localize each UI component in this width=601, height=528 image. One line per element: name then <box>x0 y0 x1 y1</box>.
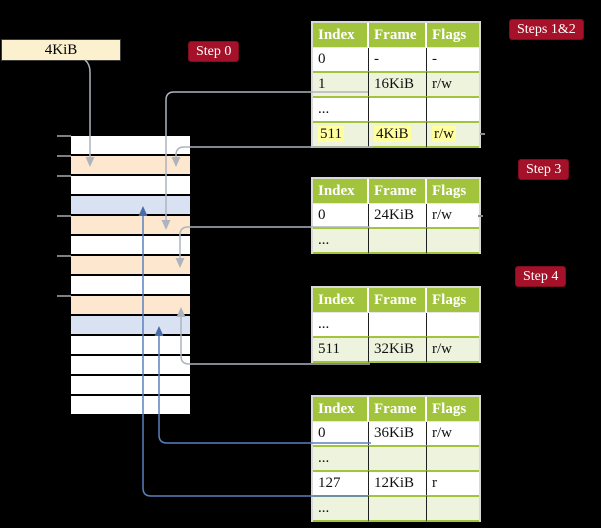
table-cell: ... <box>313 445 369 470</box>
table-cell: 32KiB <box>369 336 427 363</box>
table-cell <box>369 445 427 470</box>
table-cell: r/w <box>427 121 479 148</box>
column-header: Index <box>313 23 369 48</box>
table-cell: r/w <box>427 204 479 227</box>
highlighted-value: r/w <box>432 126 456 142</box>
memory-frame-row <box>71 336 190 356</box>
column-header: Frame <box>369 23 427 48</box>
steps-1-2-label: Steps 1&2 <box>509 19 584 40</box>
column-header: Flags <box>427 288 479 313</box>
table-cell: ... <box>313 313 369 336</box>
column-header: Index <box>313 397 369 422</box>
table-cell <box>369 227 427 254</box>
address-tick-mark <box>57 135 71 137</box>
memory-frame-row <box>71 136 190 156</box>
memory-frame-row <box>71 256 190 276</box>
table-cell: ... <box>313 96 369 121</box>
table-cell: r/w <box>427 422 479 445</box>
table-cell: - <box>427 48 479 71</box>
table-cell: - <box>369 48 427 71</box>
table-row: ... <box>313 445 479 470</box>
memory-frame-row <box>71 376 190 396</box>
table-cell: r <box>427 470 479 495</box>
address-tick-mark <box>57 175 71 177</box>
address-tick-mark <box>57 295 71 297</box>
memory-frame-row <box>71 276 190 296</box>
table-cell: 0 <box>313 422 369 445</box>
table-cell: ... <box>313 495 369 522</box>
memory-frame-row <box>71 296 190 316</box>
table-row: ... <box>313 495 479 522</box>
table-row: 0-- <box>313 48 479 71</box>
highlighted-value: 511 <box>318 126 344 142</box>
table-cell <box>427 495 479 522</box>
table-row: ... <box>313 313 479 336</box>
memory-frame-row <box>71 196 190 216</box>
memory-frame-row <box>71 216 190 236</box>
table-cell: 12KiB <box>369 470 427 495</box>
table-cell: 127 <box>313 470 369 495</box>
step-4-label: Step 4 <box>515 266 567 287</box>
table-cell: 511 <box>313 336 369 363</box>
table-cell: 4KiB <box>369 121 427 148</box>
table-cell <box>369 495 427 522</box>
step-3-label: Step 3 <box>518 159 570 180</box>
table-cell: 16KiB <box>369 71 427 96</box>
table-cell <box>427 96 479 121</box>
table-cell: r/w <box>427 71 479 96</box>
memory-frame-row <box>71 156 190 176</box>
column-header: Flags <box>427 179 479 204</box>
address-tick-mark <box>57 155 71 157</box>
table-cell: 24KiB <box>369 204 427 227</box>
table-row: ... <box>313 227 479 254</box>
column-header: Frame <box>369 288 427 313</box>
entry511-recursive-to-frame-4kib-arrow <box>175 146 373 157</box>
table-cell: 511 <box>313 121 369 148</box>
column-header: Flags <box>427 397 479 422</box>
column-header: Flags <box>427 23 479 48</box>
table-cell: 0 <box>313 204 369 227</box>
memory-frame-row <box>71 236 190 256</box>
table-cell: 1 <box>313 71 369 96</box>
step-0-label: Step 0 <box>188 41 240 62</box>
column-header: Index <box>313 288 369 313</box>
table-cell: 0 <box>313 48 369 71</box>
column-header: Frame <box>369 397 427 422</box>
physical-memory-stack <box>71 136 190 416</box>
highlighted-value: 4KiB <box>374 126 411 142</box>
table-cell: 36KiB <box>369 422 427 445</box>
memory-frame-row <box>71 176 190 196</box>
memory-frame-row <box>71 356 190 376</box>
table-cell <box>369 313 427 336</box>
memory-frame-row <box>71 396 190 416</box>
frame-size-box: 4KiB <box>1 39 121 61</box>
table-cell <box>427 445 479 470</box>
table-cell: r/w <box>427 336 479 363</box>
table-cell <box>427 227 479 254</box>
column-header: Index <box>313 179 369 204</box>
table-cell <box>427 313 479 336</box>
table-cell <box>369 96 427 121</box>
column-header: Frame <box>369 179 427 204</box>
table-row: 511 4KiB r/w <box>313 121 479 148</box>
memory-frame-row <box>71 316 190 336</box>
table-row: ... <box>313 96 479 121</box>
address-tick-mark <box>57 215 71 217</box>
table-cell: ... <box>313 227 369 254</box>
address-tick-mark <box>57 255 71 257</box>
